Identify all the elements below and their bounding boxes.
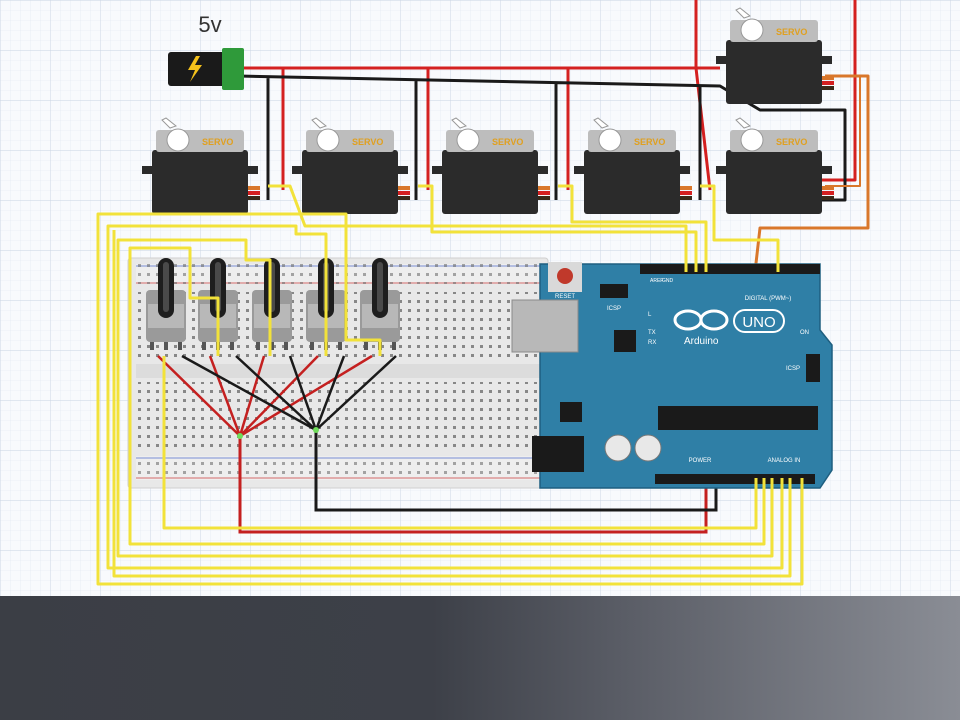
- gnd-label: GND: [662, 278, 674, 284]
- arduino-infinity-logo: [673, 309, 729, 331]
- servo-4: [573, 117, 693, 215]
- servo-label: SERVO: [202, 137, 233, 147]
- servo-label: SERVO: [634, 137, 665, 147]
- servo-label: SERVO: [352, 137, 383, 147]
- lightning-icon: [188, 56, 202, 82]
- supply-label: 5v: [198, 12, 221, 37]
- digital-header-label: DIGITAL (PWM~): [745, 296, 792, 302]
- l-led-label: L: [648, 312, 652, 318]
- analog-header-label: ANALOG IN: [768, 458, 801, 464]
- servo-5: [715, 117, 835, 215]
- servo-label: SERVO: [776, 27, 807, 37]
- power-header-label: POWER: [689, 458, 712, 464]
- aref-label: AREF: [650, 278, 663, 284]
- icsp-label: ICSP: [607, 306, 621, 312]
- servo-1: [141, 117, 261, 215]
- reset-button[interactable]: [557, 268, 573, 284]
- tx-led-label: TX: [648, 330, 656, 336]
- power-wires: [237, 0, 870, 273]
- arduino-brand: Arduino: [684, 336, 719, 347]
- servo-label: SERVO: [492, 137, 523, 147]
- on-led-label: ON: [800, 330, 809, 336]
- power-supply-jack: 5v: [168, 12, 244, 90]
- icsp2-label: ICSP: [786, 366, 800, 372]
- pot-power-wires: [157, 354, 718, 534]
- servo-3: [431, 117, 551, 215]
- atmega-chip: [658, 406, 818, 430]
- signal-wires: [96, 184, 804, 586]
- reset-label: RESET: [555, 294, 575, 300]
- slide-footer-band: [0, 596, 960, 720]
- rx-led-label: RX: [648, 340, 656, 346]
- arduino-uno-board: RESET ICSP ICSP Arduino UNO DIGITAL (PWM…: [511, 262, 833, 489]
- servo-2: [291, 117, 411, 215]
- arduino-model: UNO: [742, 314, 775, 331]
- servo-6: [715, 7, 835, 105]
- circuit-diagram: 5v SERVO SERVO SERVO SERVO SERVO SERVO: [0, 0, 960, 596]
- servo-label: SERVO: [776, 137, 807, 147]
